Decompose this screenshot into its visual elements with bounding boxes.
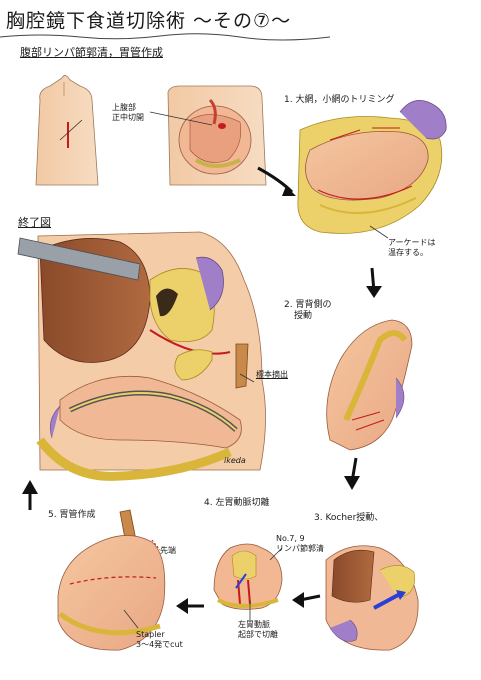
step1-note-line1: アーケードは [388,238,436,247]
stapler-line [69,576,157,585]
step3-label: 3. Kocher授動、 [314,513,384,523]
step4-label: 4. 左胃動脈切離 [204,498,270,508]
page-title: 胸腔鏡下食道切除術 ～その⑦～ [6,10,292,32]
step4-artery-label-line2: 起部で切離 [238,630,278,639]
final-drawing [17,231,266,481]
page-subtitle: 腹部リンパ節郭清，胃管作成 [20,46,163,59]
step3-drawing [325,545,419,651]
step2-label-line2: 授動 [294,311,313,321]
step4-node-label: No.7, 9 リンパ節郭清 [276,534,324,554]
step5-label: 5. 胃管作成 [48,510,96,520]
step4-drawing [213,543,283,620]
step5-stapler-label: Stapler 3～4発でcut [136,630,183,650]
artist-signature: ikeda [224,456,246,465]
step1-drawing [297,99,447,239]
retractor [17,237,141,281]
step1-label: 1. 大網，小網のトリミング [284,95,395,105]
step1-note: アーケードは 温存する。 [388,238,436,258]
torso-drawing [35,75,99,186]
step2-drawing [326,319,413,451]
step5-tip-label: 先端 [160,546,176,555]
step4-node-label-line1: No.7, 9 [276,534,305,543]
step4-artery-label-line1: 左胃動脈 [238,620,270,629]
open-abdomen-drawing [149,85,267,186]
incision-label: 上腹部 正中切開 [112,103,144,123]
step2-label-line1: 2. 胃背側の [284,300,332,310]
title-underline [0,33,331,41]
step1-note-line2: 温存する。 [388,248,428,257]
step4-artery-label: 左胃動脈 起部で切離 [238,620,278,640]
incision-label-line1: 上腹部 [112,103,136,112]
final-label: 終了図 [18,216,51,229]
step5-stapler-label-line2: 3～4発でcut [136,640,183,649]
incision-label-line2: 正中切開 [112,113,144,122]
step5-drawing [57,509,166,651]
step4-node-label-line2: リンパ節郭清 [276,544,324,553]
step2-label: 2. 胃背側の 授動 [284,300,331,322]
kocher-arrow [373,592,401,610]
specimen-label: 標本摘出 [256,370,288,379]
step5-stapler-label-line1: Stapler [136,630,165,639]
